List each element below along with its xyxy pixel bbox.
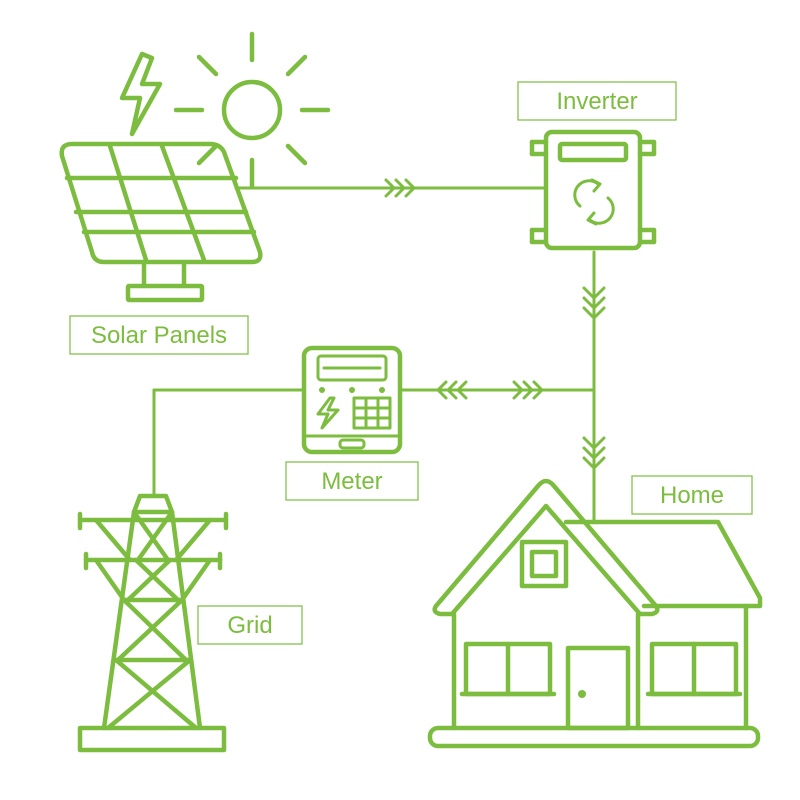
grid-label: Grid (197, 605, 303, 645)
inverter-icon (529, 129, 657, 251)
flow-solar-to-inverter (234, 178, 548, 198)
transmission-tower-icon (77, 493, 229, 753)
meter-label: Meter (285, 461, 419, 501)
flow-inverter-to-home (582, 250, 606, 522)
sun-icon (173, 31, 331, 189)
electric-meter-icon (301, 345, 403, 455)
svg-text:Grid: Grid (227, 612, 272, 639)
solar-panel-icon (59, 141, 263, 303)
flow-meter-to-grid (152, 388, 306, 498)
svg-text:Inverter: Inverter (556, 88, 637, 115)
lightning-bolt-icon (119, 51, 163, 137)
home-label: Home (631, 475, 753, 515)
solar-panels-label: Solar Panels (69, 315, 249, 355)
flow-meter-bidirectional (398, 380, 596, 400)
svg-text:Meter: Meter (321, 468, 382, 495)
svg-text:Solar Panels: Solar Panels (91, 322, 227, 349)
house-icon (427, 478, 763, 749)
inverter-label: Inverter (517, 81, 677, 121)
svg-text:Home: Home (660, 482, 724, 509)
